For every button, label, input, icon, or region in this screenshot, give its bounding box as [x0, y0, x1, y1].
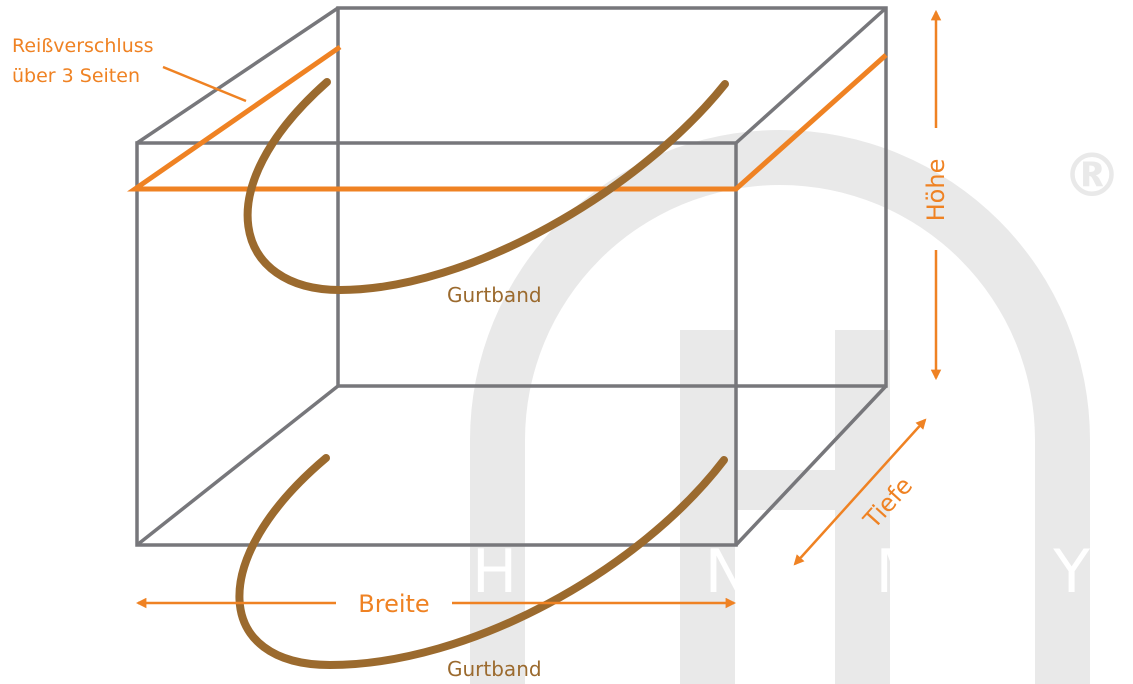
box-edge-top-right: [734, 6, 888, 145]
box-edge-top-left: [136, 6, 339, 145]
height-dimension: Höhe: [922, 9, 950, 381]
strap-top: [243, 78, 729, 295]
zipper-leader-line: [162, 65, 247, 103]
strap-bottom-label: Gurtband: [447, 657, 542, 681]
strap-top-label: Gurtband: [447, 283, 542, 307]
width-label: Breite: [358, 590, 429, 618]
watermark-brand-text: HEINEMEYER: [472, 537, 1133, 607]
watermark-registered-mark: ®: [1062, 141, 1122, 211]
zipper-label-line1: Reißverschluss: [12, 35, 154, 57]
zipper-label-line2: über 3 Seiten: [12, 65, 140, 87]
zipper-line: [127, 44, 888, 192]
box-front-face: [135, 141, 738, 547]
width-dimension: Breite: [135, 590, 737, 618]
height-label: Höhe: [922, 159, 950, 222]
box-back-face: [336, 6, 888, 388]
strap-bottom: [235, 454, 728, 670]
box-edge-bottom-left: [135, 384, 340, 547]
depth-arrow: [793, 418, 927, 566]
